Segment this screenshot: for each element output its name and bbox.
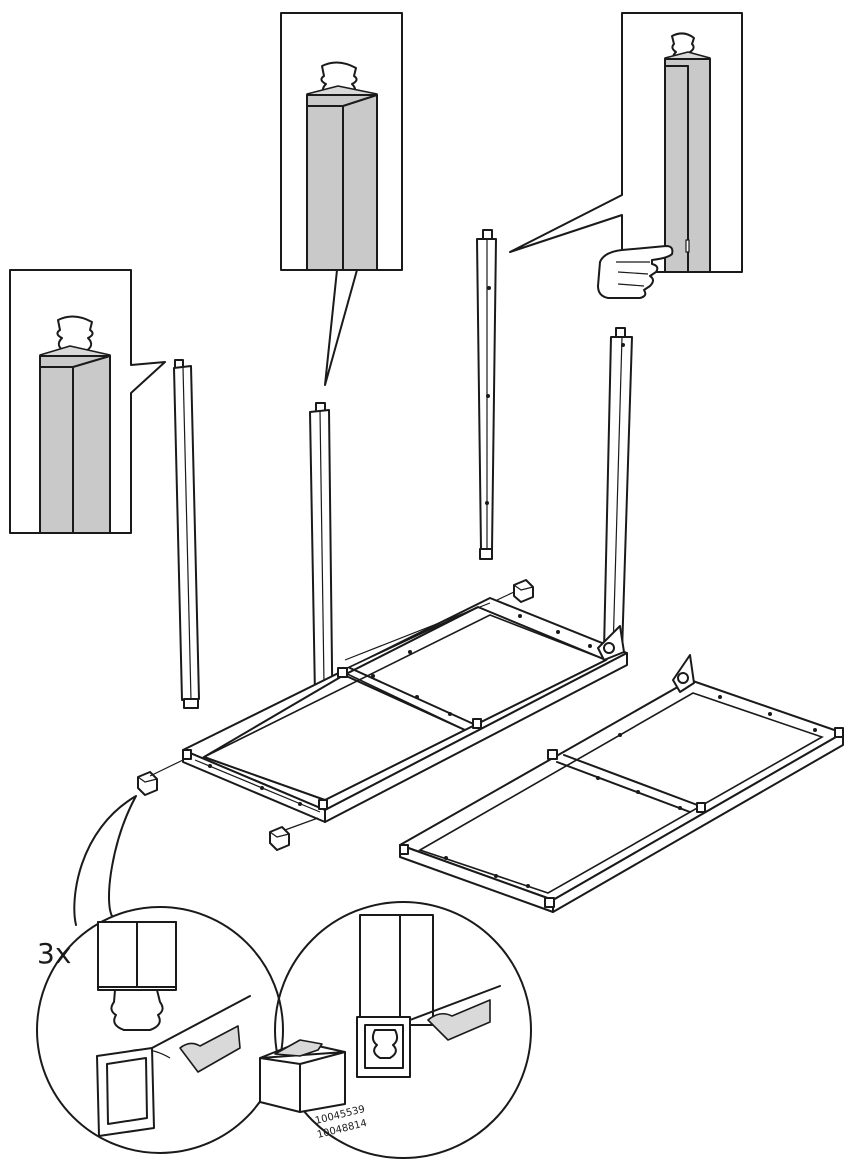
foot-cap-2 — [269, 826, 290, 851]
leader-cap-1 — [149, 759, 184, 777]
foot-cap-enlarged — [259, 1039, 346, 1113]
callout-leg-top-left — [9, 269, 166, 534]
foot-cap-3 — [513, 579, 534, 603]
leg-3 — [476, 229, 497, 560]
pointing-hand-icon — [597, 245, 674, 299]
foot-cap-1 — [137, 771, 158, 796]
frame-right — [399, 654, 844, 913]
leader-cap-3 — [496, 591, 515, 601]
leg-4 — [603, 327, 633, 653]
callout-leg-holes-right — [509, 12, 743, 273]
callout-leg-top-center — [280, 12, 403, 386]
quantity-label: 3x — [37, 937, 71, 970]
leg-1 — [173, 359, 200, 709]
frame-left — [182, 597, 628, 823]
leader-cap-2 — [284, 817, 319, 831]
detail-circle-cap-right — [274, 901, 532, 1159]
detail-circle-foot-left — [36, 795, 284, 1154]
